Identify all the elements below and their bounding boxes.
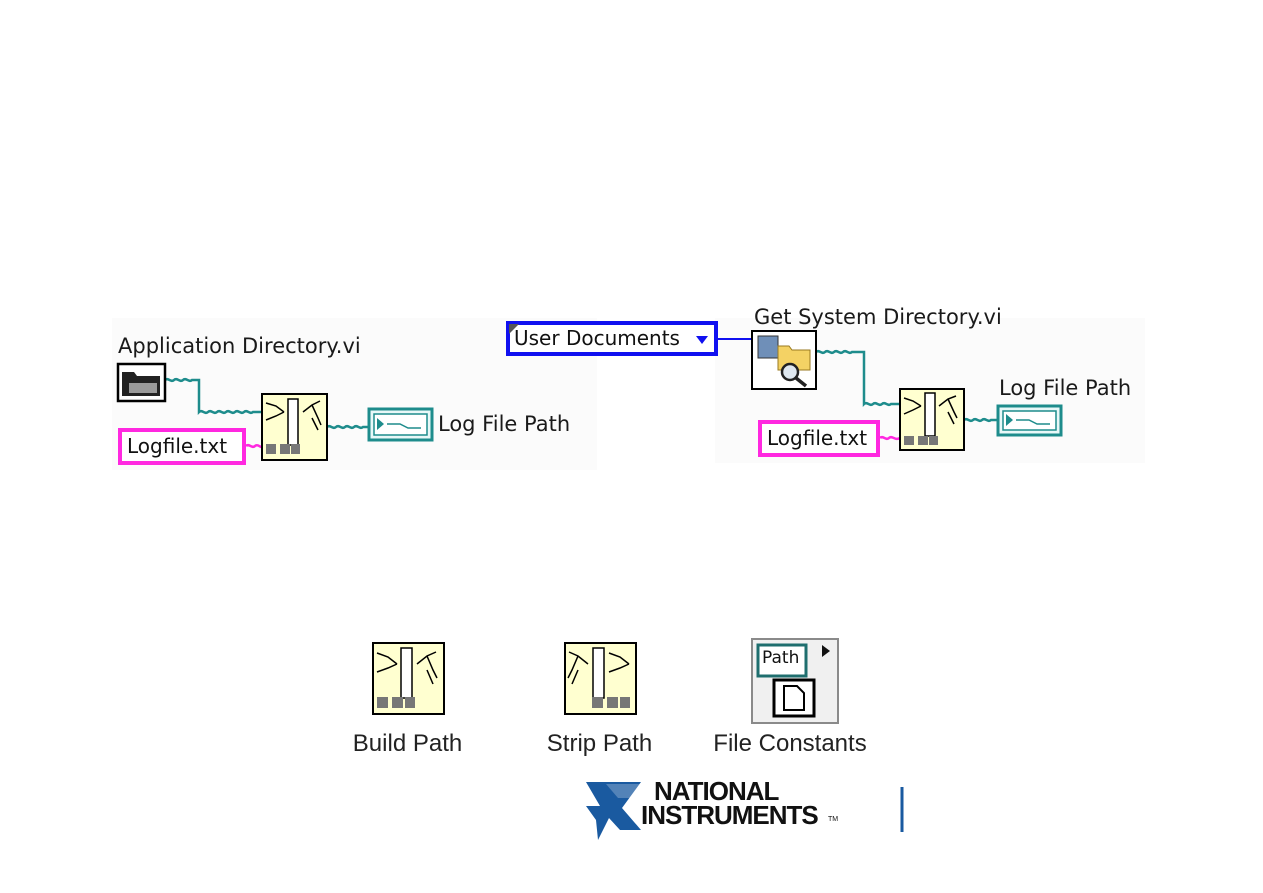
logo-line-national: NATIONAL bbox=[654, 776, 779, 806]
palette-label-build-path[interactable]: Build Path bbox=[352, 730, 463, 757]
right-path-wire-in bbox=[815, 349, 900, 408]
application-directory-label: Application Directory.vi bbox=[118, 334, 361, 358]
ring-dropdown-icon[interactable] bbox=[696, 336, 708, 344]
logo-line-instruments: INSTRUMENTS bbox=[641, 800, 819, 830]
palette-label-strip-path[interactable]: Strip Path bbox=[546, 730, 653, 757]
user-documents-ring-constant[interactable]: User Documents bbox=[506, 321, 718, 356]
left-logfile-string-constant[interactable]: Logfile.txt bbox=[118, 428, 246, 465]
left-log-file-path-indicator bbox=[367, 407, 434, 442]
right-build-path-node bbox=[899, 388, 965, 451]
right-log-file-path-label: Log File Path bbox=[999, 376, 1132, 400]
build-path-icon bbox=[372, 642, 445, 715]
ring-corner-marker-icon bbox=[509, 324, 519, 334]
left-path-wire-out bbox=[326, 424, 369, 430]
palette-label-file-constants[interactable]: File Constants bbox=[713, 730, 867, 757]
right-log-file-path-indicator bbox=[996, 404, 1063, 437]
file-constants-icon bbox=[751, 638, 839, 724]
file-constants-icon-text: Path bbox=[762, 648, 800, 668]
left-string-wire bbox=[245, 443, 264, 449]
logo-trademark: TM bbox=[828, 816, 839, 823]
left-build-path-node bbox=[261, 393, 328, 461]
left-path-wire-in bbox=[164, 377, 262, 416]
left-log-file-path-label: Log File Path bbox=[438, 412, 571, 436]
national-instruments-logo-mark bbox=[586, 782, 641, 840]
right-string-wire bbox=[879, 435, 901, 441]
right-path-wire-out bbox=[963, 417, 998, 423]
get-system-directory-label: Get System Directory.vi bbox=[754, 305, 1002, 329]
strip-path-icon bbox=[564, 642, 637, 715]
right-logfile-string-constant[interactable]: Logfile.txt bbox=[758, 420, 880, 457]
get-system-directory-icon bbox=[751, 330, 817, 390]
ring-value: User Documents bbox=[514, 326, 680, 350]
application-directory-icon bbox=[116, 362, 167, 403]
